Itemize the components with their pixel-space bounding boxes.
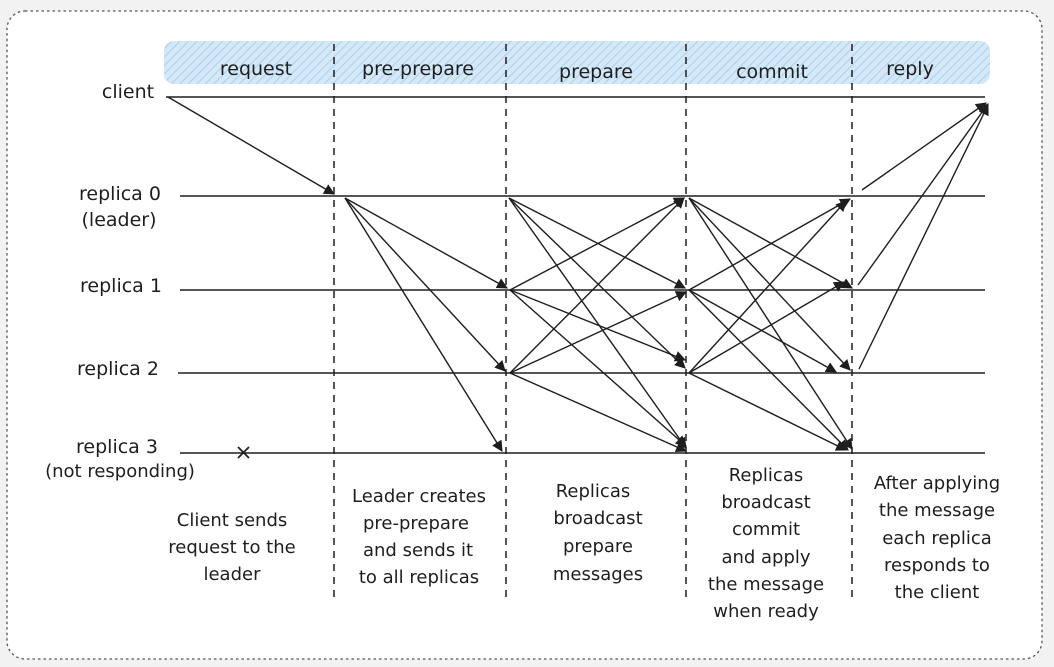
node-labels: client replica 0 (leader) replica 1 repl… [45,81,195,482]
message-arrows [167,96,989,453]
arrow-preprepare-r0-to-r1 [344,197,508,289]
phase-labels: request pre-prepare prepare commit reply [220,58,934,83]
description-prepare: Replicas broadcast prepare messages [553,481,643,585]
arrow-commit-r1-to-r2 [688,289,837,373]
arrow-commit-r1-to-r3 [688,289,849,451]
node-label-replica-0-role: (leader) [82,209,157,231]
description-commit-line: Replicas [729,465,804,486]
description-pre-prepare-line: to all replicas [359,567,479,588]
phase-label-pre-prepare: pre-prepare [362,58,474,80]
arrow-commit-r2-to-r1 [688,281,845,374]
description-reply-line: responds to [884,555,990,576]
arrow-commit-r0-to-r3 [688,197,853,450]
description-reply-line: the client [895,582,980,603]
description-commit-line: and apply [721,547,810,568]
arrow-prepare-r0-to-r3 [508,197,687,449]
phase-label-request: request [220,58,292,80]
failure-cross-icon [237,446,250,459]
description-prepare-line: Replicas [556,481,631,502]
phase-header-band [164,41,990,84]
description-reply-line: After applying [874,473,1000,494]
phase-label-prepare: prepare [559,61,633,83]
description-commit-line: the message [708,574,824,595]
arrow-request-client-to-r0 [167,96,335,195]
description-prepare-line: messages [553,564,643,585]
description-commit-line: commit [732,519,800,540]
arrow-reply-r2-to-client [858,104,989,370]
description-request-line: Client sends [177,510,288,531]
arrow-preprepare-r0-to-r2 [344,197,506,372]
description-pre-prepare-line: pre-prepare [363,513,469,534]
arrow-commit-r2-to-r3 [688,372,847,451]
node-label-replica-3: replica 3 [76,436,158,458]
arrow-preprepare-r0-to-r3 [344,197,503,452]
phase-label-reply: reply [886,58,934,80]
arrow-prepare-r1-to-r2 [509,289,687,362]
description-reply-line: the message [879,500,995,521]
arrow-prepare-r0-to-r2 [508,197,686,369]
description-pre-prepare-line: Leader creates [352,486,486,507]
phase-separators [333,44,853,598]
description-request-line: leader [203,564,261,585]
arrow-prepare-r0-to-r1 [508,197,686,289]
timelines [166,96,985,454]
outer-frame [6,10,1043,660]
arrow-reply-r1-to-client [857,103,989,286]
description-prepare-line: prepare [563,536,633,557]
node-label-replica-1: replica 1 [80,275,162,297]
description-commit: Replicas broadcast commit and apply the … [708,465,824,622]
arrow-prepare-r1-to-r3 [509,289,687,447]
phase-label-commit: commit [736,61,808,83]
description-commit-line: broadcast [721,492,810,513]
description-pre-prepare: Leader creates pre-prepare and sends it … [352,486,486,588]
node-label-replica-3-status: (not responding) [45,461,195,482]
description-reply: After applying the message each replica … [874,473,1000,603]
description-commit-line: when ready [713,601,819,622]
description-request: Client sends request to the leader [168,510,295,585]
node-label-replica-2: replica 2 [77,358,159,380]
arrow-commit-r2-to-r0 [688,200,847,374]
node-label-client: client [102,81,154,103]
arrow-commit-r0-to-r1 [688,197,853,289]
description-prepare-line: broadcast [553,508,642,529]
arrow-prepare-r2-to-r0 [509,197,685,374]
description-reply-line: each replica [882,528,992,549]
description-pre-prepare-line: and sends it [363,540,473,561]
arrow-commit-r1-to-r0 [688,198,851,291]
arrow-reply-r0-to-client [861,102,987,191]
arrow-prepare-r1-to-r0 [509,197,685,291]
description-request-line: request to the [168,537,295,558]
arrow-prepare-r2-to-r3 [509,372,688,453]
arrow-prepare-r2-to-r1 [509,291,687,374]
node-label-replica-0: replica 0 [79,183,161,205]
